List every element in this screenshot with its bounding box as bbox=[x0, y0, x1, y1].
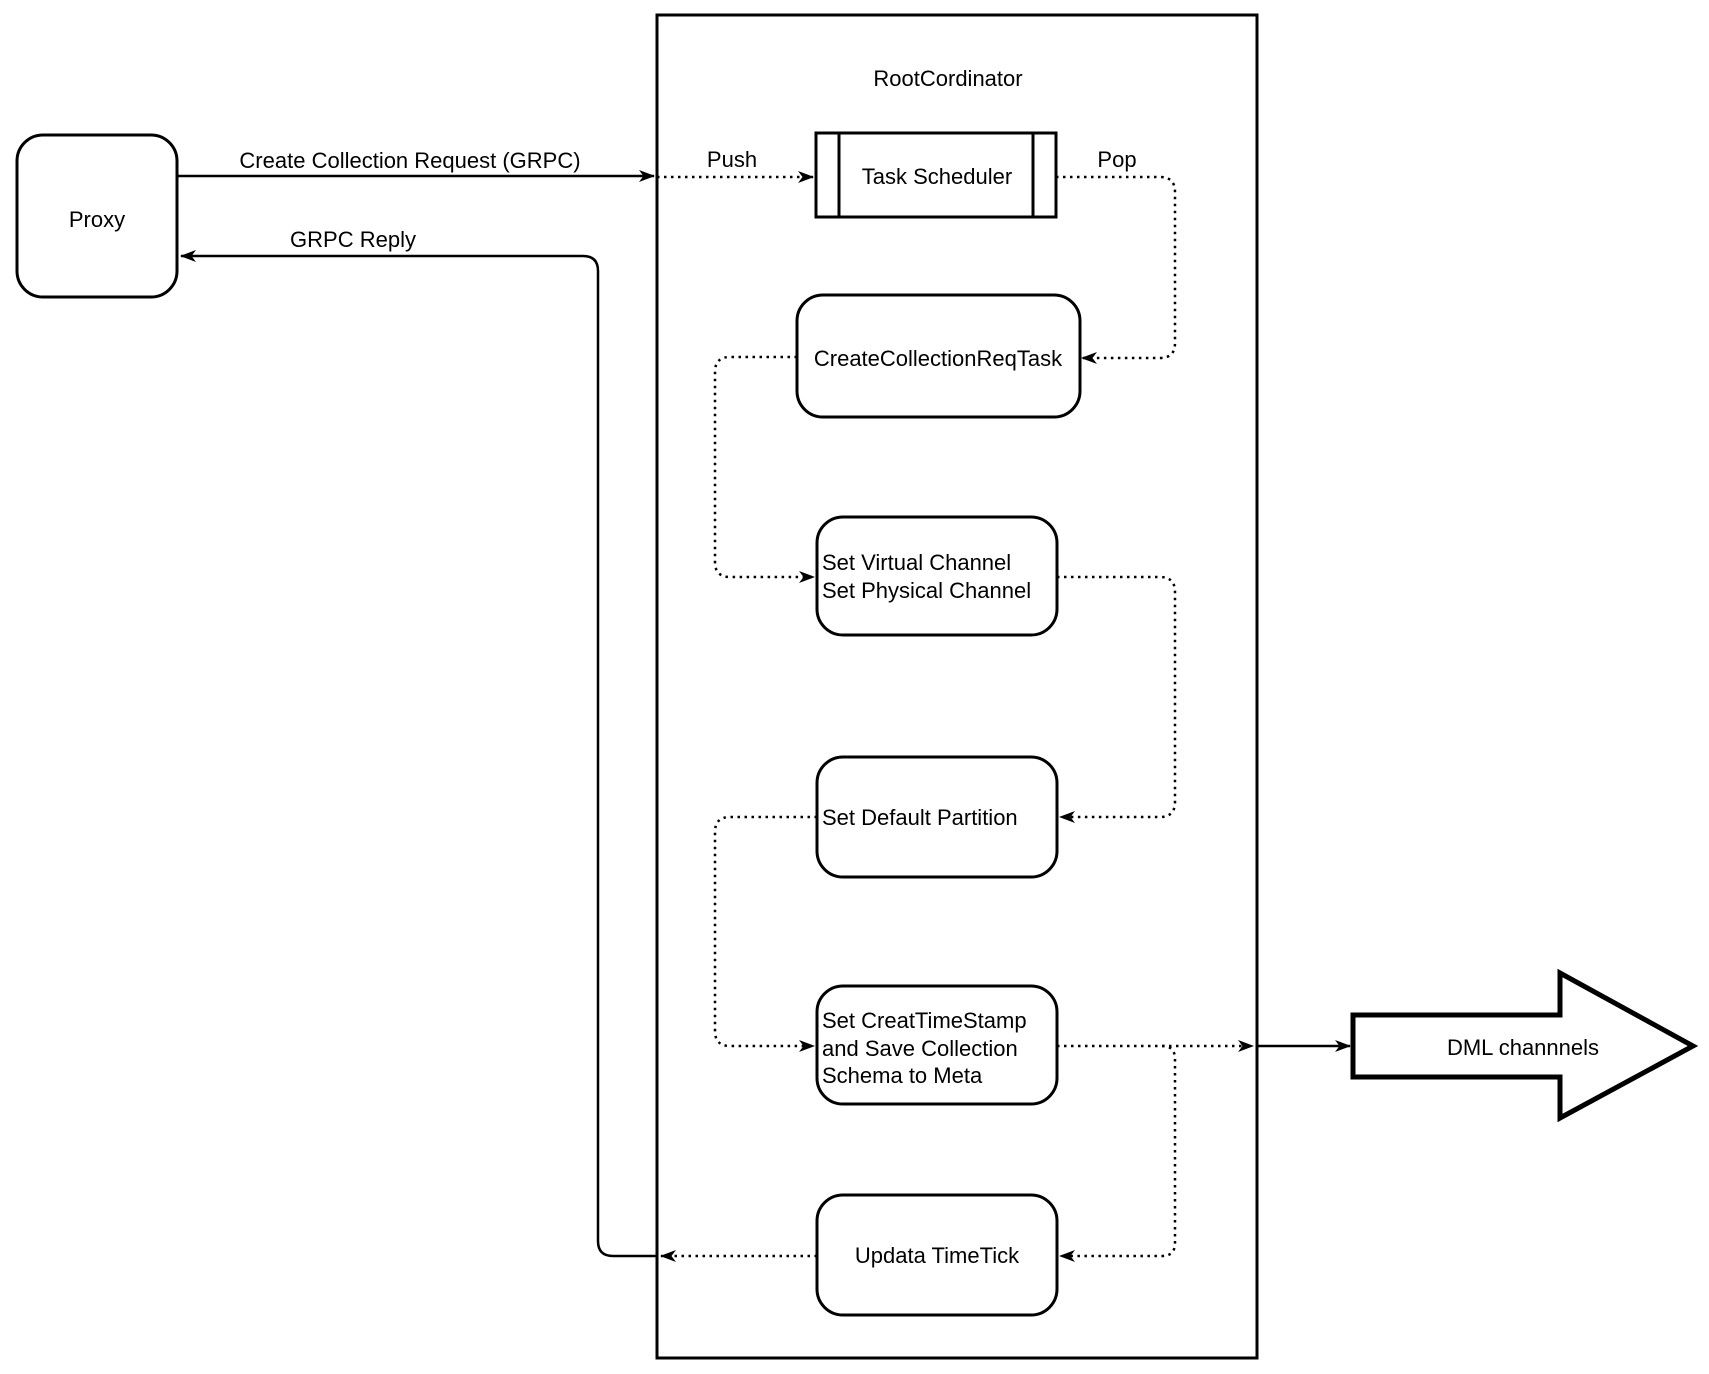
create-collection-request-edge-label: Create Collection Request (GRPC) bbox=[239, 148, 580, 173]
set-channels-node bbox=[815, 515, 1059, 637]
set-channels-label-line2: Set Physical Channel bbox=[822, 578, 1031, 603]
set-default-partition-label: Set Default Partition bbox=[822, 805, 1018, 830]
proxy-label: Proxy bbox=[69, 207, 125, 232]
set-creat-timestamp-label-line2: and Save Collection bbox=[822, 1036, 1018, 1061]
set-channels-label-line1: Set Virtual Channel bbox=[822, 550, 1011, 575]
push-edge-label: Push bbox=[707, 147, 757, 172]
timestamp-to-updata-timetick-edge bbox=[1059, 1044, 1177, 1262]
task-scheduler-node bbox=[814, 131, 1058, 219]
pop-edge-label: Pop bbox=[1097, 147, 1136, 172]
rootcordinator-title: RootCordinator bbox=[873, 66, 1022, 91]
dml-channels-arrow bbox=[1350, 968, 1699, 1123]
task-scheduler-label: Task Scheduler bbox=[862, 164, 1012, 189]
updata-timetick-label: Updata TimeTick bbox=[855, 1243, 1020, 1268]
create-collection-req-task-label: CreateCollectionReqTask bbox=[814, 346, 1063, 371]
set-creat-timestamp-label-line3: Schema to Meta bbox=[822, 1063, 983, 1088]
rootcordinator-container bbox=[655, 13, 1259, 1360]
set-creat-timestamp-label-line1: Set CreatTimeStamp bbox=[822, 1008, 1027, 1033]
proxy-node bbox=[15, 133, 179, 299]
default-partition-to-timestamp-edge bbox=[713, 815, 817, 1052]
dml-channels-label: DML channnels bbox=[1447, 1035, 1599, 1060]
pop-edge bbox=[1056, 175, 1177, 364]
set-channels-to-default-partition-edge bbox=[1057, 575, 1177, 823]
grpc-reply-edge-label: GRPC Reply bbox=[290, 227, 416, 252]
grpc-reply-edge bbox=[180, 250, 657, 1258]
